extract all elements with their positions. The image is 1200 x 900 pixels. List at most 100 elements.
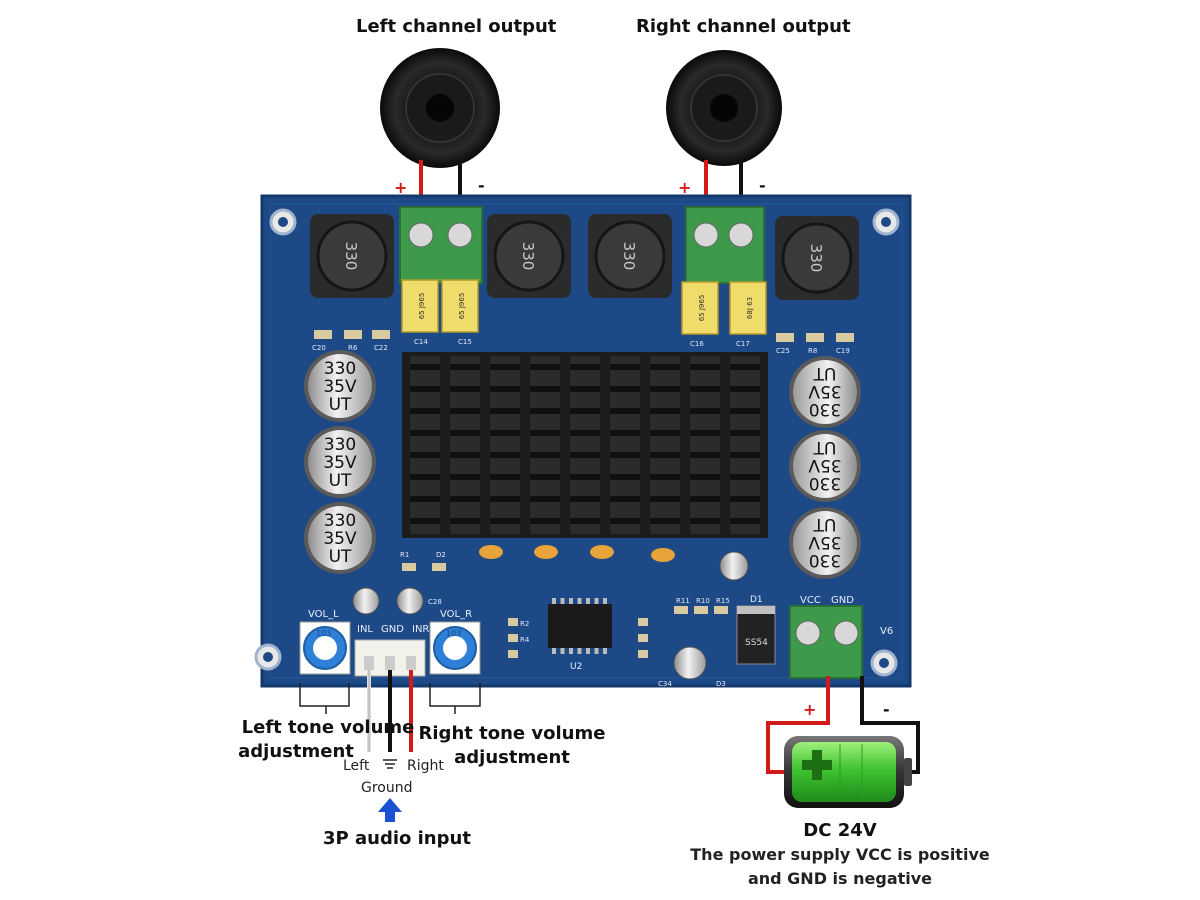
pot-left-code: 103: [316, 629, 331, 638]
heatsink-slot: [410, 474, 440, 480]
capacitor-marking: 330: [324, 435, 356, 455]
chip-pin: [560, 648, 565, 654]
right-channel-output-label: Right channel output: [636, 16, 851, 37]
bracket-lines: [299, 683, 481, 714]
heatsink-slot: [570, 386, 600, 392]
right-tone-label: Right tone volume adjustment: [412, 722, 612, 770]
ref-designator: C20: [312, 344, 326, 352]
left-speaker-icon: [380, 48, 500, 168]
right-plus-mark: +: [678, 178, 692, 197]
smd-parts: [314, 330, 854, 658]
ground-icon: [383, 759, 397, 769]
heatsink-fin: [730, 356, 760, 534]
heatsink-slot: [570, 408, 600, 414]
chip-pin: [594, 598, 599, 604]
ref-designator: C19: [836, 347, 850, 355]
right-speaker-icon: [666, 50, 782, 166]
heatsink-slot: [610, 364, 640, 370]
left-minus-mark: -: [478, 176, 485, 195]
ref-designator: C16: [690, 340, 704, 348]
header-gnd-label: GND: [381, 624, 404, 635]
heatsink-slot: [690, 364, 720, 370]
capacitor-marking: UT: [329, 395, 352, 415]
left-volume-knob-icon: [299, 621, 351, 675]
heatsink-slot: [490, 430, 520, 436]
ref-designator: C14: [414, 338, 428, 346]
heatsink-slot: [410, 364, 440, 370]
heatsink-slot: [650, 430, 680, 436]
heatsink-slot: [490, 474, 520, 480]
ref-designator: R11: [676, 597, 690, 605]
heatsink-slot: [610, 408, 640, 414]
heatsink-slot: [450, 518, 480, 524]
vcc-label: VCC: [800, 595, 821, 606]
heatsink-slot: [730, 408, 760, 414]
heatsink-slot: [490, 518, 520, 524]
ref-designator: R15: [716, 597, 730, 605]
heatsink-slot: [450, 496, 480, 502]
chip-pin: [552, 648, 556, 654]
heatsink-slot: [610, 496, 640, 502]
heatsink-slot: [690, 518, 720, 524]
ref-designator: R1: [400, 551, 409, 559]
heatsink-slot: [730, 518, 760, 524]
heatsink-slot: [490, 408, 520, 414]
heatsink-slot: [690, 474, 720, 480]
heatsink-slot: [450, 474, 480, 480]
heatsink-slot: [530, 386, 560, 392]
film-cap-label: 68J 63: [746, 297, 754, 319]
power-plus-mark: +: [803, 700, 817, 719]
film-cap-label: 65 J965: [458, 293, 466, 320]
capacitor-marking: 330: [809, 473, 841, 493]
v6-label: V6: [880, 626, 893, 637]
capacitor-marking: UT: [813, 437, 836, 457]
ref-designator: C25: [776, 347, 790, 355]
right-tone-line2: adjustment: [454, 747, 570, 768]
heatsink-slot: [730, 496, 760, 502]
heatsink-slot: [650, 408, 680, 414]
battery-icon: [784, 736, 912, 808]
heatsink-slot: [610, 430, 640, 436]
ref-designator: R4: [520, 636, 530, 644]
heatsink-slot: [690, 386, 720, 392]
heatsink-slot: [650, 518, 680, 524]
inductor-label: 330: [519, 242, 537, 271]
capacitor-marking: UT: [813, 514, 836, 534]
input-header: [354, 639, 426, 677]
heatsink-slot: [730, 386, 760, 392]
heatsink-fin: [570, 356, 600, 534]
chip-pin: [577, 648, 582, 654]
chip-pin: [569, 648, 573, 654]
heatsink-slot: [650, 364, 680, 370]
audio-input-label: 3P audio input: [323, 828, 471, 849]
heatsink-slot: [610, 518, 640, 524]
capacitor-marking: 35V: [323, 529, 357, 549]
heatsink-slot: [610, 452, 640, 458]
left-plus-mark: +: [394, 178, 408, 197]
inductor-label: 330: [620, 242, 638, 271]
chip-label: U2: [570, 662, 582, 672]
heatsink-fin: [450, 356, 480, 534]
heatsink-slot: [730, 364, 760, 370]
heatsink-slot: [450, 386, 480, 392]
capacitor-marking: 35V: [808, 455, 842, 475]
ref-designator: R6: [348, 344, 358, 352]
input-right-label: Right: [407, 758, 444, 774]
ref-designator: C17: [736, 340, 750, 348]
heatsink-slot: [490, 496, 520, 502]
capacitor-marking: 330: [324, 359, 356, 379]
heatsink-slot: [650, 386, 680, 392]
electrolytic-capacitors: 33035VUT33035VUT33035VUT33035VUT33035VUT…: [304, 350, 861, 579]
heatsink-slot: [610, 474, 640, 480]
pot-right-code: 103: [446, 629, 461, 638]
capacitor-marking: 330: [809, 550, 841, 570]
left-tone-line2: adjustment: [238, 741, 354, 762]
power-minus-mark: -: [883, 700, 890, 719]
header-inr-label: INR: [412, 624, 429, 635]
heatsink-slot: [570, 430, 600, 436]
small-caps: [352, 551, 749, 680]
chip-pin: [560, 598, 565, 604]
